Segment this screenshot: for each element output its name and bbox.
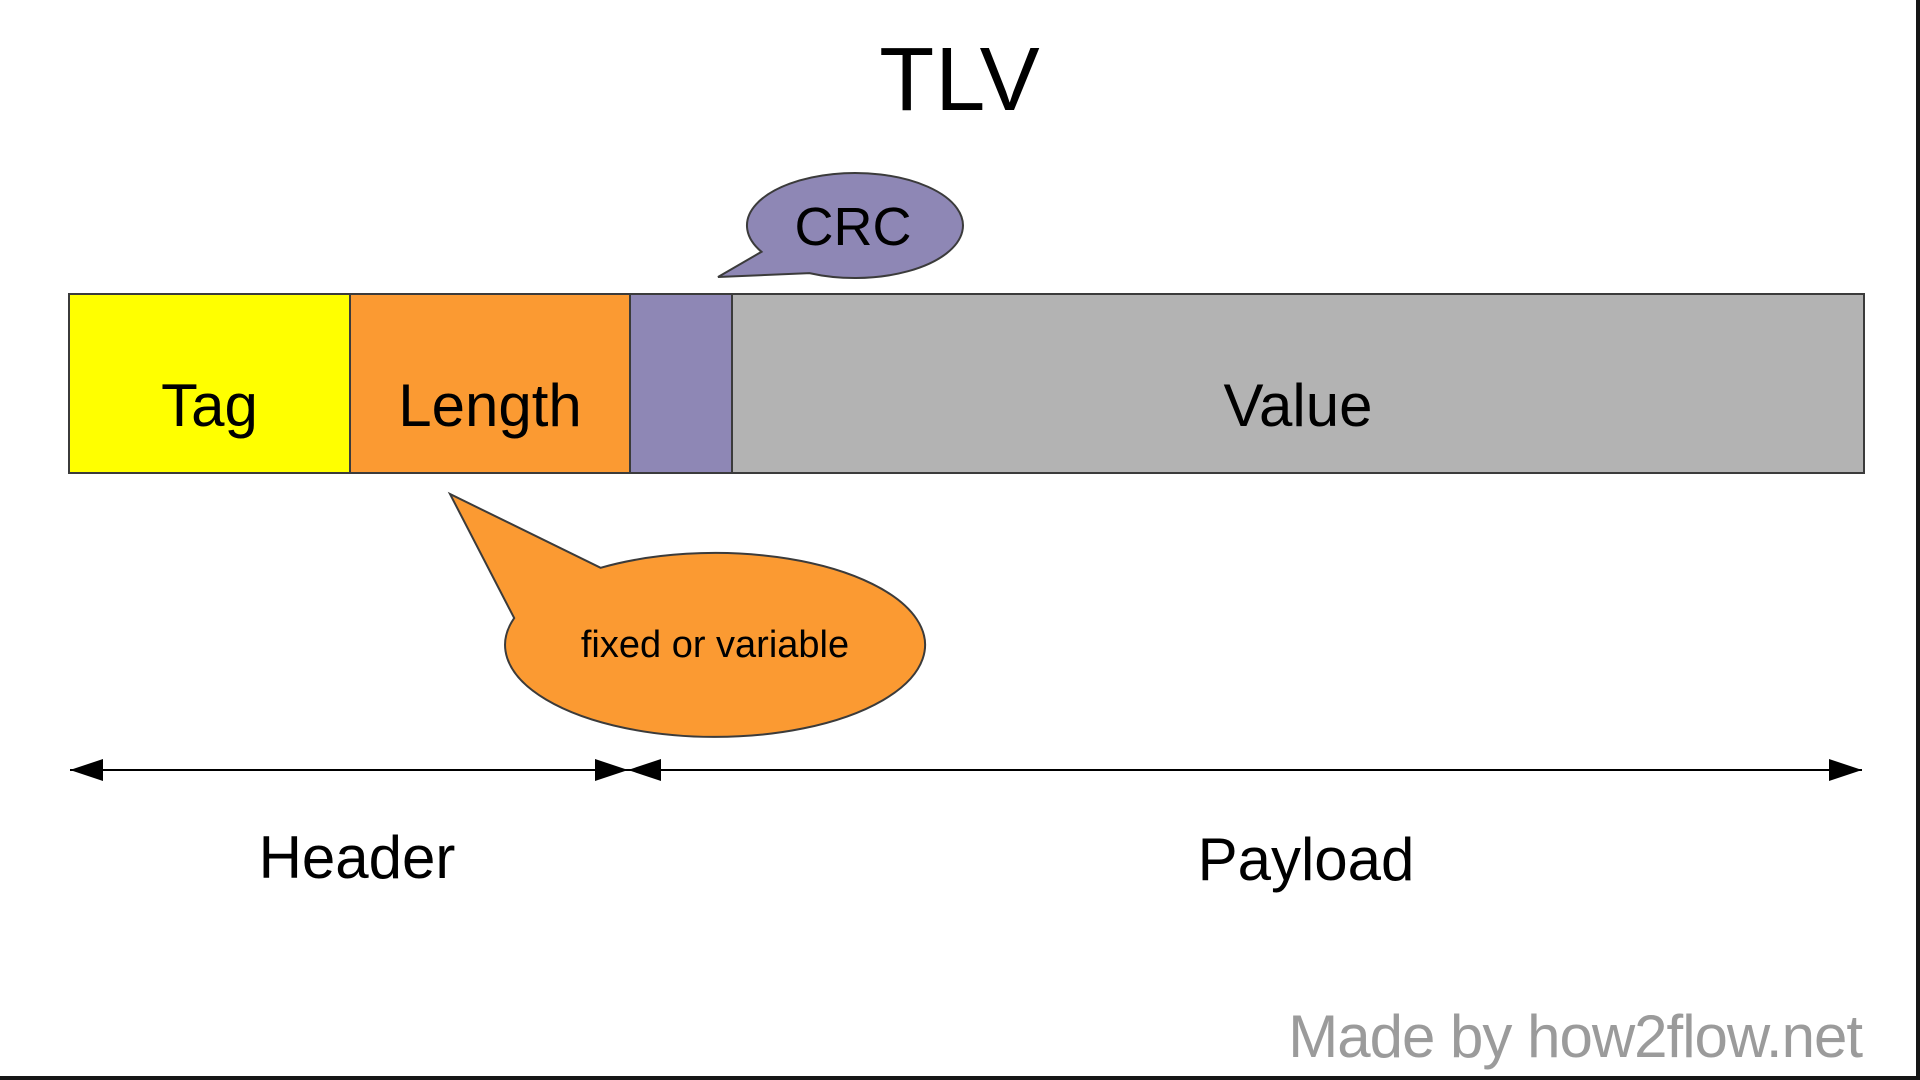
payload-span-arrow [628, 759, 1862, 781]
length-note-label: fixed or variable [580, 623, 850, 666]
screen-bottom-edge-line [0, 1076, 1920, 1080]
payload-span-label: Payload [1197, 825, 1415, 893]
header-span-label: Header [258, 823, 456, 891]
crc-segment [629, 295, 731, 472]
diagram-title: TLV [879, 29, 1041, 130]
screen-right-edge-line [1916, 0, 1920, 1080]
length-segment: Length [349, 295, 629, 472]
arrowhead-right-icon [595, 759, 628, 781]
arrowhead-left-icon [70, 759, 103, 781]
value-segment: Value [731, 295, 1863, 472]
watermark-credit: Made by how2flow.net [1288, 1002, 1863, 1070]
crc-callout-label: CRC [794, 197, 912, 257]
arrowhead-right-icon [1829, 759, 1862, 781]
value-segment-label: Value [1223, 372, 1373, 439]
arrowhead-left-icon [628, 759, 661, 781]
length-segment-label: Length [398, 372, 582, 439]
tlv-bar: Tag Length Value [68, 293, 1865, 474]
header-span-arrow [70, 759, 628, 781]
tag-segment-label: Tag [161, 372, 258, 439]
tag-segment: Tag [70, 295, 349, 472]
